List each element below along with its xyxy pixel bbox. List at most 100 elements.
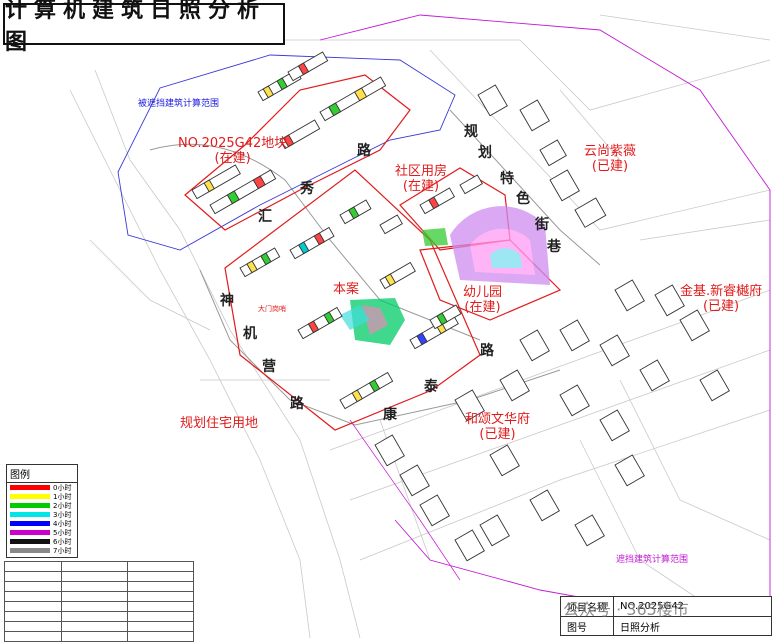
- hesong-name: 和颂文华府 (已建): [465, 412, 531, 442]
- building: [574, 514, 605, 547]
- jinji-name: 金基.新睿樾府 (已建): [680, 284, 763, 314]
- building: [499, 369, 530, 402]
- building: [549, 169, 580, 202]
- gate-label: 大门岗哨: [258, 305, 286, 313]
- road-char: 规: [464, 124, 478, 140]
- page-title: 计算机建筑日照分析图: [5, 0, 267, 55]
- project-label: 本案: [333, 282, 360, 297]
- legend-item: 5小时: [7, 528, 77, 537]
- building: [477, 84, 508, 117]
- building: [454, 389, 485, 422]
- building: [339, 371, 394, 410]
- site-boundary: [224, 169, 481, 431]
- shaded-range-boundary: [117, 54, 456, 251]
- legend-item: 1小时: [7, 492, 77, 501]
- building: [379, 261, 416, 290]
- road-char: 特: [500, 171, 514, 187]
- title-block-row: 图号 日照分析: [561, 617, 771, 636]
- planned-residential-label: 规划住宅用地: [180, 416, 259, 431]
- legend-item: 2小时: [7, 501, 77, 510]
- road-char: 康: [383, 407, 397, 423]
- legend-item: 6小时: [7, 537, 77, 546]
- building: [191, 164, 241, 200]
- building: [539, 139, 567, 167]
- building: [339, 199, 372, 225]
- road-char: 路: [357, 143, 371, 159]
- legend-item: 7小时: [7, 546, 77, 555]
- legend-item: 3小时: [7, 510, 77, 519]
- building: [614, 454, 645, 487]
- legend-item: 4小时: [7, 519, 77, 528]
- road-char: 秀: [300, 181, 314, 197]
- building-footprints: [191, 51, 730, 562]
- shading-range-label: 遮挡建筑计算范围: [616, 555, 689, 565]
- building: [429, 304, 462, 330]
- kindergarten-name: 幼儿园 (在建): [463, 285, 503, 315]
- plot-2025-label: NO.2025G42地块 (在建): [178, 136, 287, 166]
- road-lines: [149, 109, 601, 426]
- building: [454, 529, 485, 562]
- building: [699, 369, 730, 402]
- yunshang-name: 云尚紫薇 (已建): [584, 144, 637, 174]
- legend-swatch: [10, 512, 50, 517]
- building: [519, 329, 550, 362]
- drawing-name: 日照分析: [620, 623, 660, 634]
- sunlight-fields: [340, 206, 550, 345]
- title-block: 项目名称 NO.2025G42 图号 日照分析: [560, 596, 772, 636]
- legend-label: 4小时: [53, 519, 72, 528]
- legend-label: 0小时: [53, 483, 72, 492]
- road-char: 机: [243, 326, 257, 342]
- legend-label: 5小时: [53, 528, 72, 537]
- legend-swatch: [10, 503, 50, 508]
- legend-swatch: [10, 539, 50, 544]
- building: [599, 334, 630, 367]
- legend-swatch: [10, 530, 50, 535]
- building: [599, 409, 630, 442]
- road-char: 路: [480, 343, 494, 359]
- building: [479, 514, 510, 547]
- plot-2025-parcel: [184, 74, 411, 231]
- shading-range-boundary: [319, 14, 771, 609]
- community-name: 社区用房 (在建): [395, 164, 448, 194]
- legend-label: 3小时: [53, 510, 72, 519]
- watermark: 公众号 · 365楼市: [563, 600, 689, 619]
- building: [419, 187, 456, 215]
- plot-2025-name: NO.2025G42地块 (在建): [178, 136, 288, 166]
- drawing-no-label: 图号: [561, 617, 614, 636]
- building: [559, 384, 590, 417]
- building: [559, 319, 590, 352]
- legend-title: 图例: [7, 465, 77, 483]
- legend-label: 6小时: [53, 537, 72, 546]
- title-box: 计算机建筑日照分析图: [3, 0, 285, 55]
- road-char: 街: [535, 217, 549, 233]
- road-char: 巷: [547, 239, 561, 255]
- building: [319, 76, 387, 122]
- project-prefix: 项目名称: [561, 597, 614, 616]
- building: [419, 494, 450, 527]
- legend-label: 7小时: [53, 546, 72, 555]
- road-char: 路: [290, 396, 304, 412]
- building: [279, 119, 321, 150]
- building: [519, 99, 550, 132]
- legend: 图例 0小时 1小时 2小时 3小时 4小时 5小时 6小时 7小时: [6, 464, 78, 558]
- community-label: 社区用房 (在建): [395, 164, 447, 194]
- project-code: NO.2025G42: [620, 601, 685, 612]
- hesong-label: 和颂文华府 (已建): [465, 412, 530, 442]
- building: [489, 444, 520, 477]
- building: [654, 284, 685, 317]
- building: [399, 464, 430, 497]
- road-char: 泰: [424, 379, 438, 395]
- kindergarten-label: 幼儿园 (在建): [463, 285, 502, 315]
- road-char: 汇: [258, 209, 272, 225]
- shaded-range-label: 被遮挡建筑计算范围: [138, 99, 220, 109]
- building: [297, 306, 343, 340]
- yunshang-label: 云尚紫薇 (已建): [584, 144, 636, 174]
- road-char: 划: [478, 145, 492, 161]
- info-table: [4, 561, 195, 642]
- legend-swatch: [10, 521, 50, 526]
- building: [374, 434, 405, 467]
- building: [679, 309, 710, 342]
- legend-swatch: [10, 485, 50, 490]
- building: [639, 359, 670, 392]
